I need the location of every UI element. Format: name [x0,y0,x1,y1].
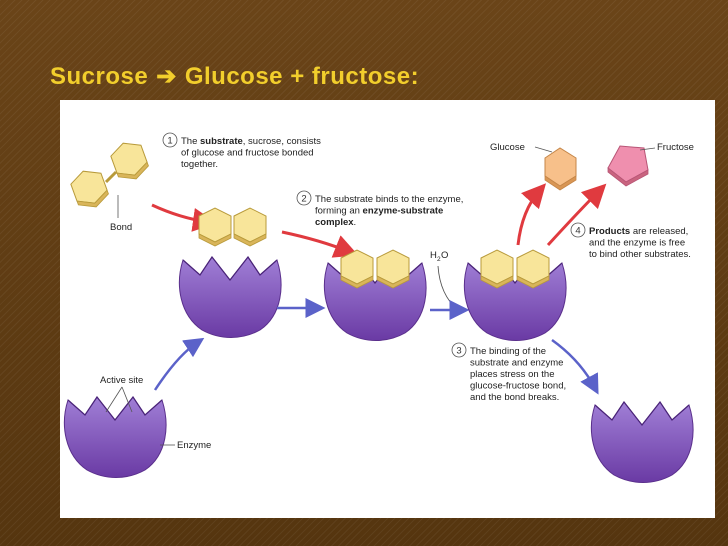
step-4-text: 4 Products are released,and the enzyme i… [570,222,691,260]
step-line: The substrate, sucrose, consists [181,136,321,147]
step-line: Products are released, [589,226,688,237]
step-2-number: 2 [301,194,306,205]
glucose-pointer [534,146,553,153]
label-bond: Bond [110,222,132,233]
label-water-h: H [430,250,437,261]
step-4-number: 4 [575,226,580,237]
blue-arrow-to-free-enzyme [551,338,599,395]
red-arrow-to-fructose [546,183,607,247]
step-line: to bind other substrates. [589,249,691,260]
substrate-sucrose [67,137,152,213]
glucose-product [544,147,577,191]
enzyme-released [590,401,694,484]
step-line: glucose-fructose bond, [470,381,566,392]
red-arrow-to-glucose [516,183,547,246]
step-line: The substrate binds to the enzyme, [315,194,463,205]
title-sucrose: Sucrose [50,63,149,90]
step-2-description: The substrate binds to the enzyme,formin… [315,194,463,228]
label-fructose: Fructose [657,142,694,153]
step-line: substrate and enzyme [470,358,563,369]
water-label: H 2 O [430,250,460,312]
right-arrow-icon: ➔ [156,63,177,90]
enzyme-free [178,256,282,339]
active-site-pointer-left [105,386,123,413]
step-1-number: 1 [167,136,172,147]
step-line: and the enzyme is free [589,238,685,249]
enzyme-substrate-complex [323,249,427,342]
step-line: The binding of the [470,346,546,357]
bond-breaking-complex [463,249,567,342]
fructose-pointer [639,147,656,151]
enzyme-initial [63,396,167,479]
label-enzyme: Enzyme [177,440,211,451]
blue-arrow-to-enzyme [153,337,205,391]
label-water-sub: 2 [437,256,441,263]
title-products: Glucose + fructose: [184,63,420,90]
active-site-pointer-right [121,386,133,413]
red-arrow-2 [281,230,359,258]
step-line: of glucose and fructose bonded [181,148,314,159]
label-active-site: Active site [100,375,143,386]
label-water-o: O [441,250,448,261]
step-3-number: 3 [456,346,461,357]
step-line: complex. [315,217,356,228]
step-4-description: Products are released,and the enzyme is … [589,226,691,260]
label-glucose: Glucose [490,142,525,153]
fructose-product [607,145,649,187]
step-2-text: 2 The substrate binds to the enzyme,form… [296,190,463,228]
substrate-floating [198,207,267,247]
step-line: places stress on the [470,369,555,380]
step-line: forming an enzyme-substrate [315,206,443,217]
slide-title: Sucrose ➔ Glucose + fructose: [50,62,419,91]
step-line: together. [181,159,218,170]
step-line: and the bond breaks. [470,392,559,403]
